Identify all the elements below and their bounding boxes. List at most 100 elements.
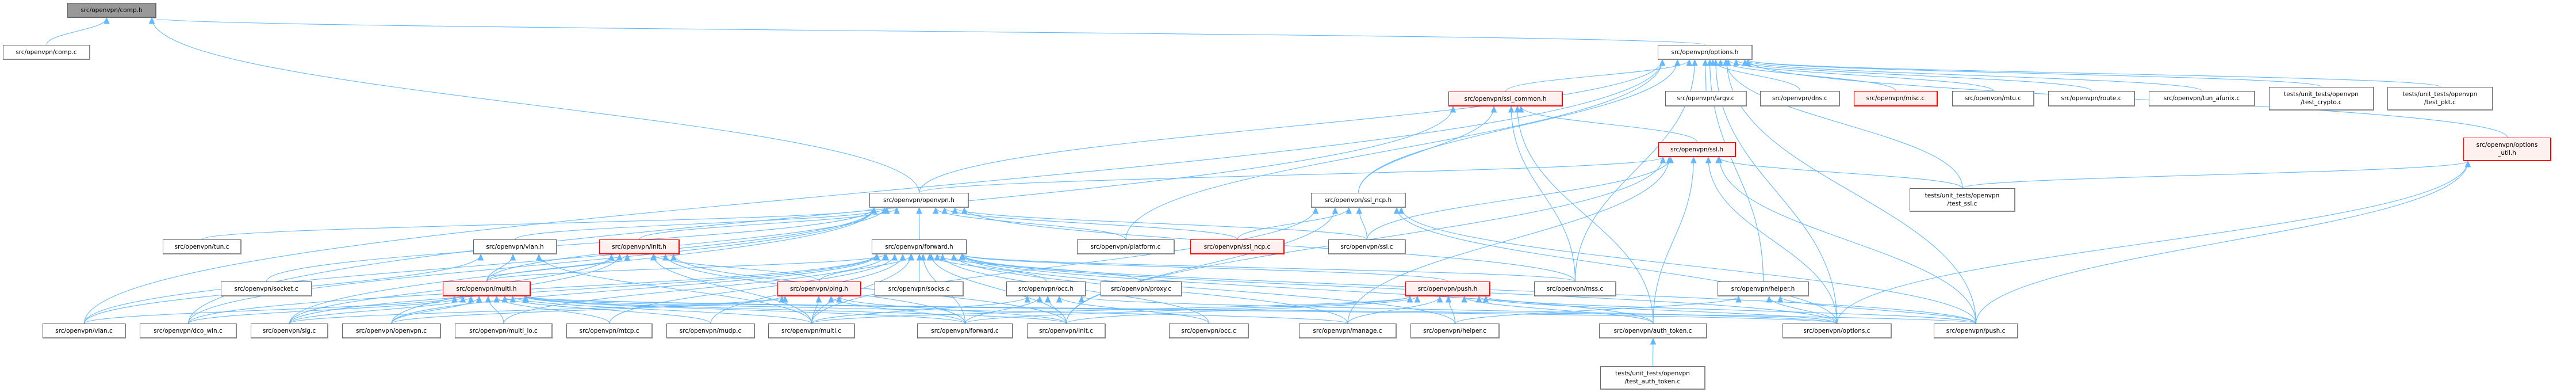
edge-forward-c-to-occ-h [964, 296, 1040, 324]
graph-node-test-crypto-c[interactable]: tests/unit_tests/openvpn /test_crypto.c [2269, 87, 2374, 111]
arrowhead-icon [1723, 59, 1730, 66]
arrowhead-icon [1508, 105, 1515, 113]
arrowhead-icon [467, 295, 474, 303]
arrowhead-icon [501, 295, 508, 303]
graph-node-manage-c[interactable]: src/openvpn/manage.c [1299, 324, 1397, 338]
edge-socket-c-to-openvpn-h [266, 207, 875, 282]
graph-node-ssl-ncp-h[interactable]: src/openvpn/ssl_ncp.h [1311, 193, 1406, 208]
graph-node-helper-h[interactable]: src/openvpn/helper.h [1718, 281, 1809, 296]
arrowhead-icon [836, 295, 842, 303]
edge-openvpn-c-to-ping-h [391, 296, 786, 324]
arrowhead-icon [950, 253, 957, 261]
graph-node-multi-h[interactable]: src/openvpn/multi.h [443, 281, 531, 296]
graph-node-push-h[interactable]: src/openvpn/push.h [1405, 281, 1490, 296]
arrowhead-icon [616, 253, 623, 261]
edge-init-h-to-openvpn-h [639, 207, 898, 240]
arrowhead-icon [934, 253, 941, 261]
graph-node-auth-token-c[interactable]: src/openvpn/auth_token.c [1599, 324, 1707, 338]
edge-mss-c-to-forward-h [962, 254, 1576, 282]
edge-auth-token-c-to-ssl-h [1653, 157, 1694, 324]
edge-test-ssl-c-to-options-h [1725, 59, 1963, 189]
edge-proxy-c-to-forward-h [937, 254, 1142, 282]
arrowhead-icon [1777, 295, 1784, 303]
edge-sig-c-to-openvpn-h [289, 207, 875, 324]
edge-multi-h-to-forward-h [486, 254, 885, 282]
edge-ssl-c-to-openvpn-h [954, 207, 1368, 240]
edge-ssl-ncp-h-to-ssl-common-h [1358, 106, 1494, 193]
arrowhead-icon [1674, 59, 1681, 66]
graph-node-test-auth-token-c[interactable]: tests/unit_tests/openvpn /test_auth_toke… [1600, 366, 1705, 390]
edge-helper-c-to-helper-h [1454, 296, 1739, 324]
arrowhead-icon [1024, 295, 1031, 303]
graph-node-multi-c[interactable]: src/openvpn/multi.c [768, 324, 855, 338]
graph-node-forward-h[interactable]: src/openvpn/forward.h [872, 239, 967, 254]
arrowhead-icon [1745, 59, 1751, 66]
graph-node-init-c[interactable]: src/openvpn/init.c [1027, 324, 1106, 338]
graph-node-comp-c[interactable]: src/openvpn/comp.c [3, 45, 90, 60]
graph-node-proxy-c[interactable]: src/openvpn/proxy.c [1101, 281, 1182, 296]
arrowhead-icon [1690, 156, 1697, 163]
edge-manage-c-to-push-h [1347, 296, 1440, 324]
arrowhead-icon [928, 253, 934, 261]
graph-node-init-h[interactable]: src/openvpn/init.h [599, 239, 680, 254]
graph-node-test-pkt-c[interactable]: tests/unit_tests/openvpn /test_pkt.c [2387, 87, 2493, 111]
graph-node-occ-h[interactable]: src/openvpn/occ.h [1006, 281, 1086, 296]
graph-node-ssl-c[interactable]: src/openvpn/ssl.c [1328, 239, 1406, 254]
graph-node-multi-io-c[interactable]: src/openvpn/multi_io.c [455, 324, 553, 338]
graph-node-tun-afunix-c[interactable]: src/openvpn/tun_afunix.c [2149, 91, 2255, 106]
graph-node-push-c[interactable]: src/openvpn/push.c [1934, 324, 2018, 338]
edge-ping-h-to-init-h [653, 254, 820, 282]
graph-node-mss-c[interactable]: src/openvpn/mss.c [1534, 281, 1616, 296]
graph-node-options-util-h[interactable]: src/openvpn/options _util.h [2463, 138, 2551, 161]
graph-node-helper-c[interactable]: src/openvpn/helper.c [1410, 324, 1500, 338]
edge-manage-c-to-multi-h [526, 296, 1348, 324]
graph-node-occ-c[interactable]: src/openvpn/occ.c [1169, 324, 1249, 338]
arrowhead-icon [1514, 105, 1521, 113]
graph-node-dco-win-c[interactable]: src/openvpn/dco_win.c [140, 324, 237, 338]
graph-node-dns-c[interactable]: src/openvpn/dns.c [1760, 91, 1840, 106]
arrowhead-icon [1705, 156, 1712, 163]
graph-node-tun-c[interactable]: src/openvpn/tun.c [163, 239, 241, 254]
edge-comp-c-to-comp-h [46, 17, 107, 45]
edge-multi-c-to-push-h [811, 296, 1410, 324]
edge-push-c-to-ssl-h [1719, 157, 1977, 324]
arrowhead-icon [881, 207, 888, 214]
edge-openvpn-h-to-ssl-h [918, 157, 1663, 193]
arrowhead-icon [894, 207, 900, 214]
arrowhead-icon [608, 253, 615, 261]
graph-node-vlan-c[interactable]: src/openvpn/vlan.c [43, 324, 126, 338]
graph-node-argv-c[interactable]: src/openvpn/argv.c [1665, 91, 1747, 106]
graph-node-ssl-h[interactable]: src/openvpn/ssl.h [1658, 142, 1736, 157]
arrowhead-icon [1659, 59, 1666, 66]
graph-node-mtu-c[interactable]: src/openvpn/mtu.c [1952, 91, 2034, 106]
graph-node-vlan-h[interactable]: src/openvpn/vlan.h [473, 239, 557, 254]
graph-node-test-ssl-c[interactable]: tests/unit_tests/openvpn /test_ssl.c [1910, 188, 2015, 212]
graph-node-socks-c[interactable]: src/openvpn/socks.c [875, 281, 964, 296]
edge-init-c-to-ping-h [838, 296, 1067, 324]
graph-node-ping-h[interactable]: src/openvpn/ping.h [777, 281, 861, 296]
arrowhead-icon [1716, 156, 1723, 163]
edge-options-c-to-occ-h [1081, 296, 1838, 324]
graph-node-forward-c[interactable]: src/openvpn/forward.c [917, 324, 1013, 338]
arrowhead-icon [782, 295, 788, 303]
graph-node-socket-c[interactable]: src/openvpn/socket.c [221, 281, 312, 296]
arrowhead-icon [1445, 295, 1452, 303]
graph-node-options-h[interactable]: src/openvpn/options.h [1658, 45, 1753, 60]
graph-node-openvpn-c[interactable]: src/openvpn/openvpn.c [342, 324, 441, 338]
graph-node-openvpn-h[interactable]: src/openvpn/openvpn.h [869, 193, 969, 208]
edge-forward-c-to-push-h [964, 296, 1410, 324]
edge-dco-win-c-to-forward-h [187, 254, 877, 324]
arrowhead-icon [1686, 59, 1693, 66]
graph-node-ssl-ncp-c[interactable]: src/openvpn/ssl_ncp.c [1190, 239, 1285, 254]
graph-node-route-c[interactable]: src/openvpn/route.c [2048, 91, 2135, 106]
edge-test-ssl-c-to-ssl-h [1718, 157, 1963, 189]
arrowhead-icon [650, 253, 657, 261]
graph-node-platform-c[interactable]: src/openvpn/platform.c [1077, 239, 1175, 254]
graph-node-options-c[interactable]: src/openvpn/options.c [1782, 324, 1892, 338]
graph-node-sig-c[interactable]: src/openvpn/sig.c [251, 324, 328, 338]
graph-node-misc-c[interactable]: src/openvpn/misc.c [1854, 91, 1938, 106]
graph-node-mtcp-c[interactable]: src/openvpn/mtcp.c [566, 324, 653, 338]
graph-node-ssl-common-h[interactable]: src/openvpn/ssl_common.h [1448, 92, 1563, 106]
arrowhead-icon [873, 253, 880, 261]
graph-node-mudp-c[interactable]: src/openvpn/mudp.c [666, 324, 755, 338]
